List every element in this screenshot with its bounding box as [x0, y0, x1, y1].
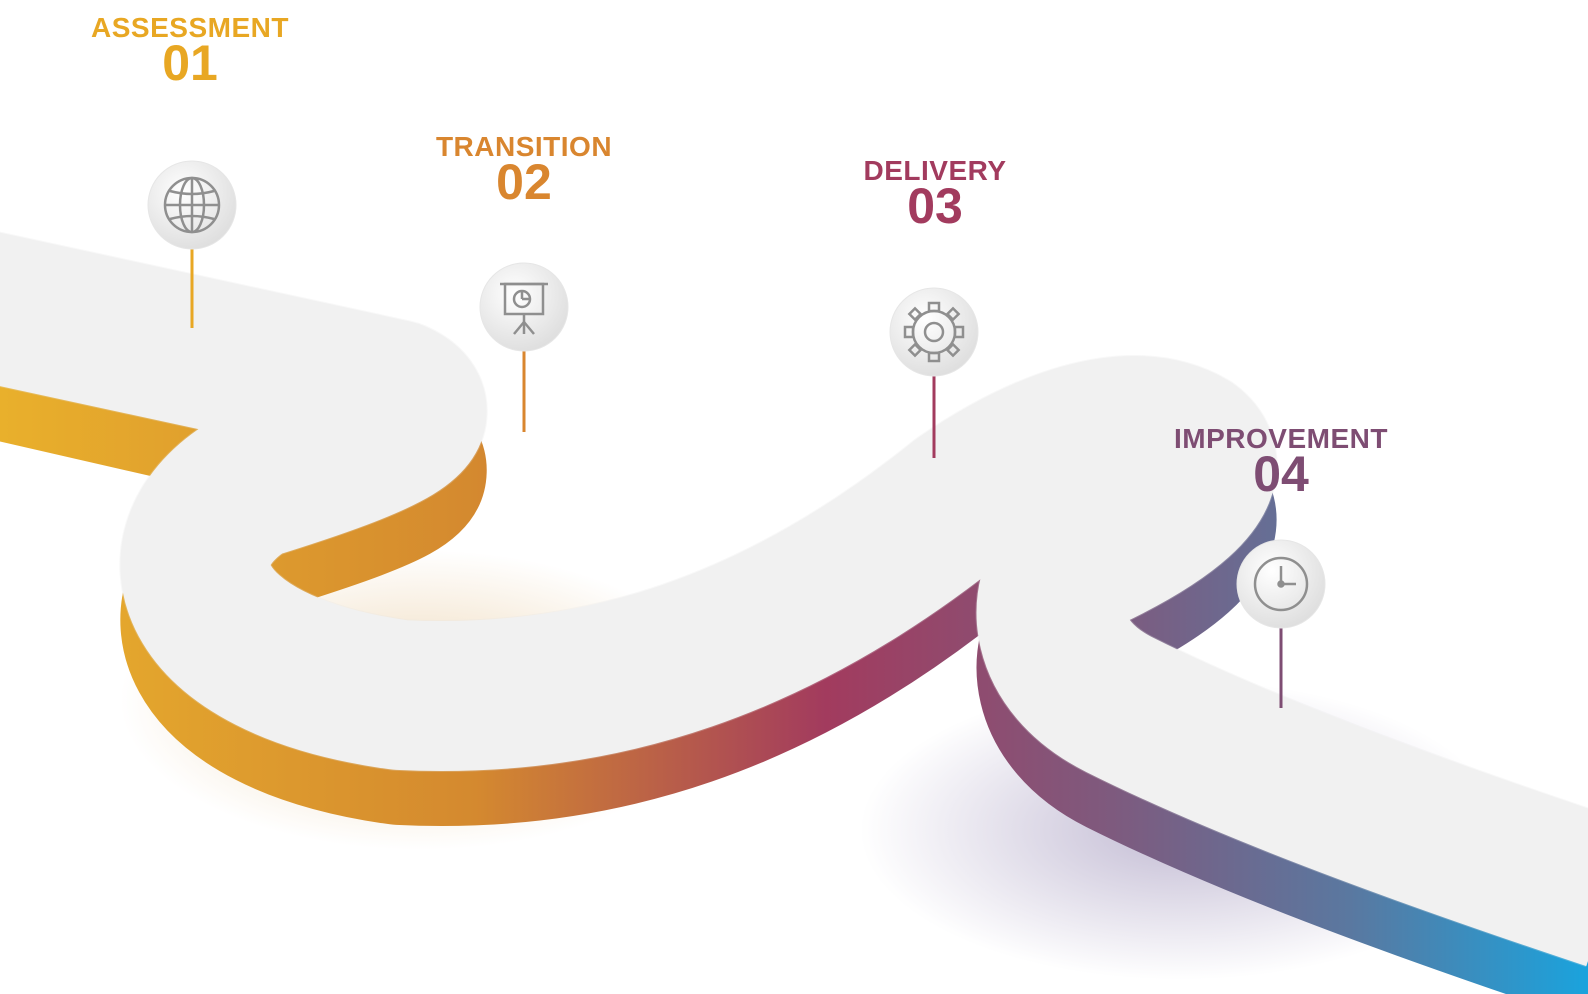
stage-number: 02 — [496, 154, 552, 210]
presentation-icon — [500, 282, 548, 335]
stage-number: 04 — [1253, 446, 1309, 502]
road-surface — [0, 232, 1588, 967]
road-edge — [0, 231, 1588, 968]
stage-pin-2 — [479, 262, 569, 432]
gear-icon — [903, 301, 965, 363]
stage-label-delivery: DELIVERY 03 — [863, 155, 1007, 234]
stage-title: TRANSITION — [435, 131, 613, 162]
stage-number: 01 — [162, 35, 218, 91]
stage-label-assessment: ASSESSMENT 01 — [91, 12, 289, 91]
stage-pin-4 — [1236, 539, 1326, 708]
stage-title: ASSESSMENT — [91, 12, 289, 43]
stage-pin-3 — [889, 287, 979, 458]
globe-icon — [163, 176, 221, 234]
stage-label-improvement: IMPROVEMENT 04 — [1174, 423, 1388, 502]
stage-title: DELIVERY — [863, 155, 1007, 186]
stage-number: 03 — [907, 178, 963, 234]
stage-title: IMPROVEMENT — [1174, 423, 1388, 454]
stage-label-transition: TRANSITION 02 — [435, 131, 613, 210]
stage-pin-1 — [147, 160, 237, 328]
clock-icon — [1253, 556, 1309, 612]
